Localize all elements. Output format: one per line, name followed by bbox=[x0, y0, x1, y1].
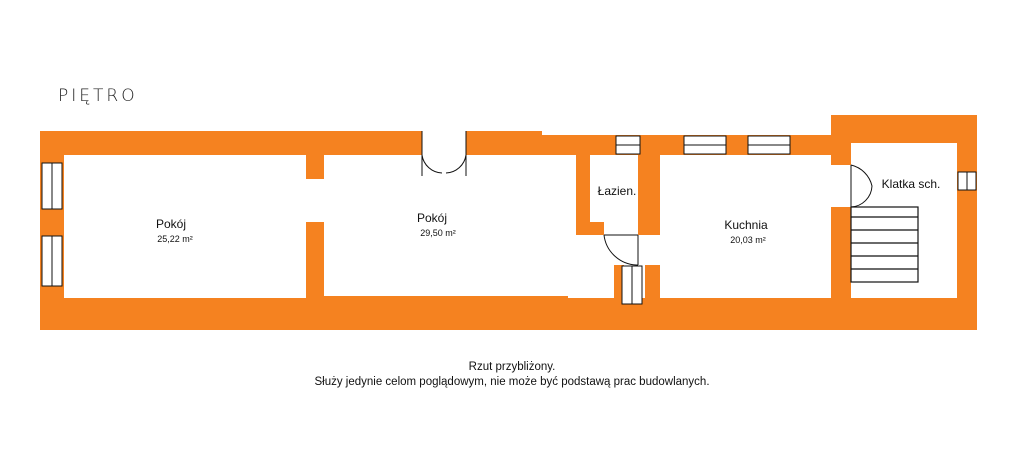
room-label-kuchnia: Kuchnia bbox=[724, 218, 768, 232]
wall-partition-1-bottom bbox=[306, 222, 324, 302]
room-label-pokoj-1: Pokój bbox=[155, 217, 187, 231]
room-label-pokoj-2: Pokój bbox=[416, 211, 448, 225]
room-area-pokoj-2: 29,50 m² bbox=[420, 228, 456, 238]
floor-title: PIĘTRO bbox=[58, 86, 138, 106]
wall-bath-left bbox=[576, 155, 590, 235]
disclaimer: Rzut przybliżony. Służy jedynie celom po… bbox=[0, 360, 1024, 390]
wall-bottom-step bbox=[318, 296, 568, 304]
disclaimer-line-1: Rzut przybliżony. bbox=[468, 361, 556, 373]
wall-stair-left-upper bbox=[831, 115, 851, 165]
room-label-klatka: Klatka sch. bbox=[881, 177, 941, 191]
wall-top-left bbox=[40, 131, 542, 155]
door-arc-right bbox=[445, 154, 467, 176]
windows bbox=[41, 135, 977, 305]
wall-bath-right bbox=[638, 155, 660, 235]
wall-bath-door-post bbox=[614, 265, 624, 305]
door-arc-stair bbox=[850, 164, 873, 208]
stairs bbox=[850, 206, 919, 283]
wall-bath-right-bottom bbox=[645, 265, 660, 305]
room-area-kuchnia: 20,03 m² bbox=[730, 235, 766, 245]
wall-stair-left-lower bbox=[831, 207, 851, 302]
room-area-pokoj-1: 25,22 m² bbox=[157, 234, 193, 244]
room-label-lazienka: Łazien. bbox=[597, 184, 637, 198]
door-arc-bath bbox=[603, 234, 639, 266]
wall-stair-top bbox=[831, 115, 977, 143]
wall-stair-right bbox=[957, 115, 977, 330]
doors bbox=[421, 131, 873, 266]
wall-partition-1-top bbox=[306, 155, 324, 179]
disclaimer-line-2: Służy jedynie celom poglądowym, nie może… bbox=[314, 376, 710, 388]
door-arc-left bbox=[421, 154, 443, 176]
wall-bath-bottom bbox=[576, 222, 604, 235]
